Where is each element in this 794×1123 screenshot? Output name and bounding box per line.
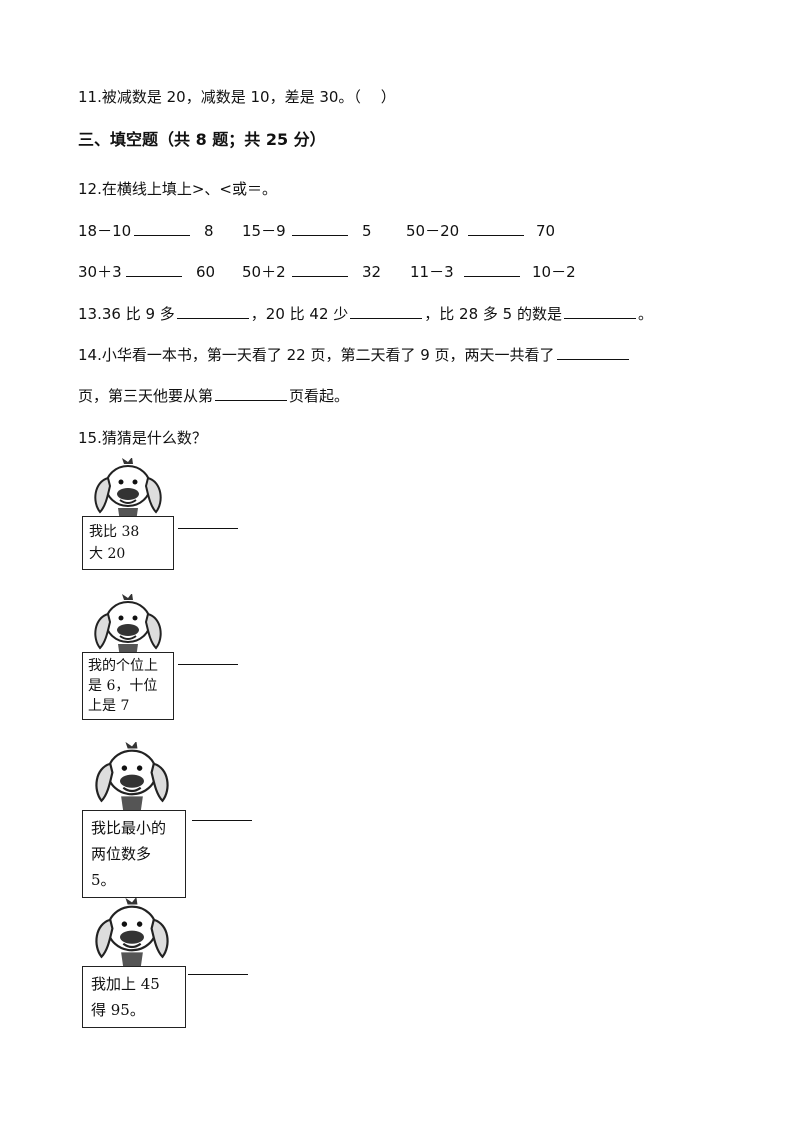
dog-mascot-icon bbox=[94, 458, 162, 522]
answer-blank[interactable] bbox=[464, 262, 520, 277]
expr-left: 11－3 bbox=[410, 263, 454, 281]
expr-left: 50＋2 bbox=[242, 263, 286, 281]
expr-right: 32 bbox=[362, 263, 382, 281]
q14-part-3: 页看起。 bbox=[289, 387, 350, 405]
answer-blank[interactable] bbox=[292, 262, 348, 277]
answer-line[interactable] bbox=[178, 664, 238, 665]
question-12-prompt: 12.在横线上填上>、<或＝。 bbox=[78, 180, 277, 198]
expr-left: 50－20 bbox=[406, 222, 460, 240]
dog-mascot-icon bbox=[95, 898, 169, 968]
question-14-line-1: 14.小华看一本书，第一天看了 22 页，第二天看了 9 页，两天一共看了 bbox=[78, 345, 631, 365]
expr-right: 70 bbox=[536, 222, 556, 240]
answer-blank[interactable] bbox=[126, 262, 182, 277]
riddle-sign: 我比 38 大 20 bbox=[82, 516, 174, 570]
riddle-sign: 我的个位上 是 6，十位 上是 7 bbox=[82, 652, 174, 720]
riddle-card-2: 我的个位上 是 6，十位 上是 7 bbox=[78, 594, 268, 724]
answer-blank[interactable] bbox=[350, 304, 423, 319]
riddle-card-1: 我比 38 大 20 bbox=[78, 458, 268, 588]
q13-part-2: ，20 比 42 少 bbox=[250, 305, 349, 323]
expr-right: 60 bbox=[196, 263, 216, 281]
dog-mascot-icon bbox=[95, 742, 169, 812]
answer-blank[interactable] bbox=[176, 304, 249, 319]
expr-right: 5 bbox=[362, 222, 372, 240]
expr-right: 8 bbox=[204, 222, 214, 240]
section-3-title: 三、填空题（共 8 题；共 25 分） bbox=[78, 130, 326, 149]
answer-blank[interactable] bbox=[556, 345, 629, 360]
question-15-prompt: 15.猜猜是什么数？ bbox=[78, 429, 207, 447]
riddle-sign: 我加上 45 得 95。 bbox=[82, 966, 186, 1028]
question-11: 11.被减数是 20，减数是 10，差是 30。（ ） bbox=[78, 88, 396, 106]
answer-blank[interactable] bbox=[215, 386, 288, 401]
answer-line[interactable] bbox=[192, 820, 252, 821]
q13-part-1: 13.36 比 9 多 bbox=[78, 305, 175, 323]
expr-right: 10－2 bbox=[532, 263, 576, 281]
q14-part-1: 14.小华看一本书，第一天看了 22 页，第二天看了 9 页，两天一共看了 bbox=[78, 346, 555, 364]
expr-left: 15－9 bbox=[242, 222, 286, 240]
riddle-sign: 我比最小的 两位数多 5。 bbox=[82, 810, 186, 898]
expr-left: 18－10 bbox=[78, 222, 132, 240]
riddle-card-3: 我比最小的 两位数多 5。 bbox=[78, 742, 268, 898]
dog-mascot-icon bbox=[94, 594, 162, 658]
answer-blank[interactable] bbox=[468, 221, 524, 236]
q13-part-3: ，比 28 多 5 的数是 bbox=[424, 305, 562, 323]
question-13: 13.36 比 9 多 ，20 比 42 少 ，比 28 多 5 的数是 。 bbox=[78, 304, 653, 324]
riddle-card-4: 我加上 45 得 95。 bbox=[78, 898, 268, 1028]
answer-line[interactable] bbox=[188, 974, 248, 975]
expr-left: 30＋3 bbox=[78, 263, 122, 281]
answer-blank[interactable] bbox=[134, 221, 190, 236]
q13-part-4: 。 bbox=[638, 305, 654, 323]
answer-blank[interactable] bbox=[292, 221, 348, 236]
answer-blank[interactable] bbox=[564, 304, 636, 319]
q14-part-2: 页，第三天他要从第 bbox=[78, 387, 214, 405]
question-14-line-2: 页，第三天他要从第 页看起。 bbox=[78, 386, 349, 406]
answer-line[interactable] bbox=[178, 528, 238, 529]
